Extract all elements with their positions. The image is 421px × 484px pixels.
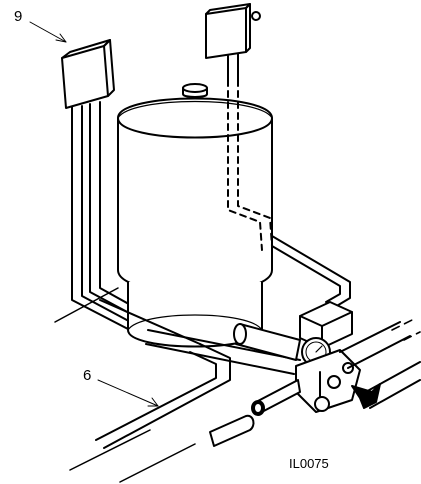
dashed-extension	[391, 317, 421, 341]
control-box-top	[205, 3, 261, 81]
pressure-switch	[299, 301, 353, 349]
drop-pipe	[95, 343, 231, 449]
control-box-9	[61, 39, 115, 109]
inlet-pipe-coupling	[251, 379, 301, 416]
pipe-right	[339, 321, 421, 409]
hidden-conduit	[227, 79, 273, 251]
leader-arrow-6	[97, 379, 159, 407]
drawing-id-label: IL0075	[289, 456, 329, 471]
tank-outlet-pipe	[233, 323, 301, 361]
callout-6: 6	[83, 367, 92, 384]
loose-pipe	[209, 414, 255, 447]
floor-lines	[54, 287, 196, 483]
tank-tee-assembly	[295, 349, 361, 413]
pipe-to-switch	[271, 235, 351, 311]
pressure-tank	[117, 83, 273, 348]
callout-9: 9	[14, 8, 23, 25]
gate-valve-handle	[351, 383, 381, 409]
leader-arrow-9	[29, 21, 67, 43]
